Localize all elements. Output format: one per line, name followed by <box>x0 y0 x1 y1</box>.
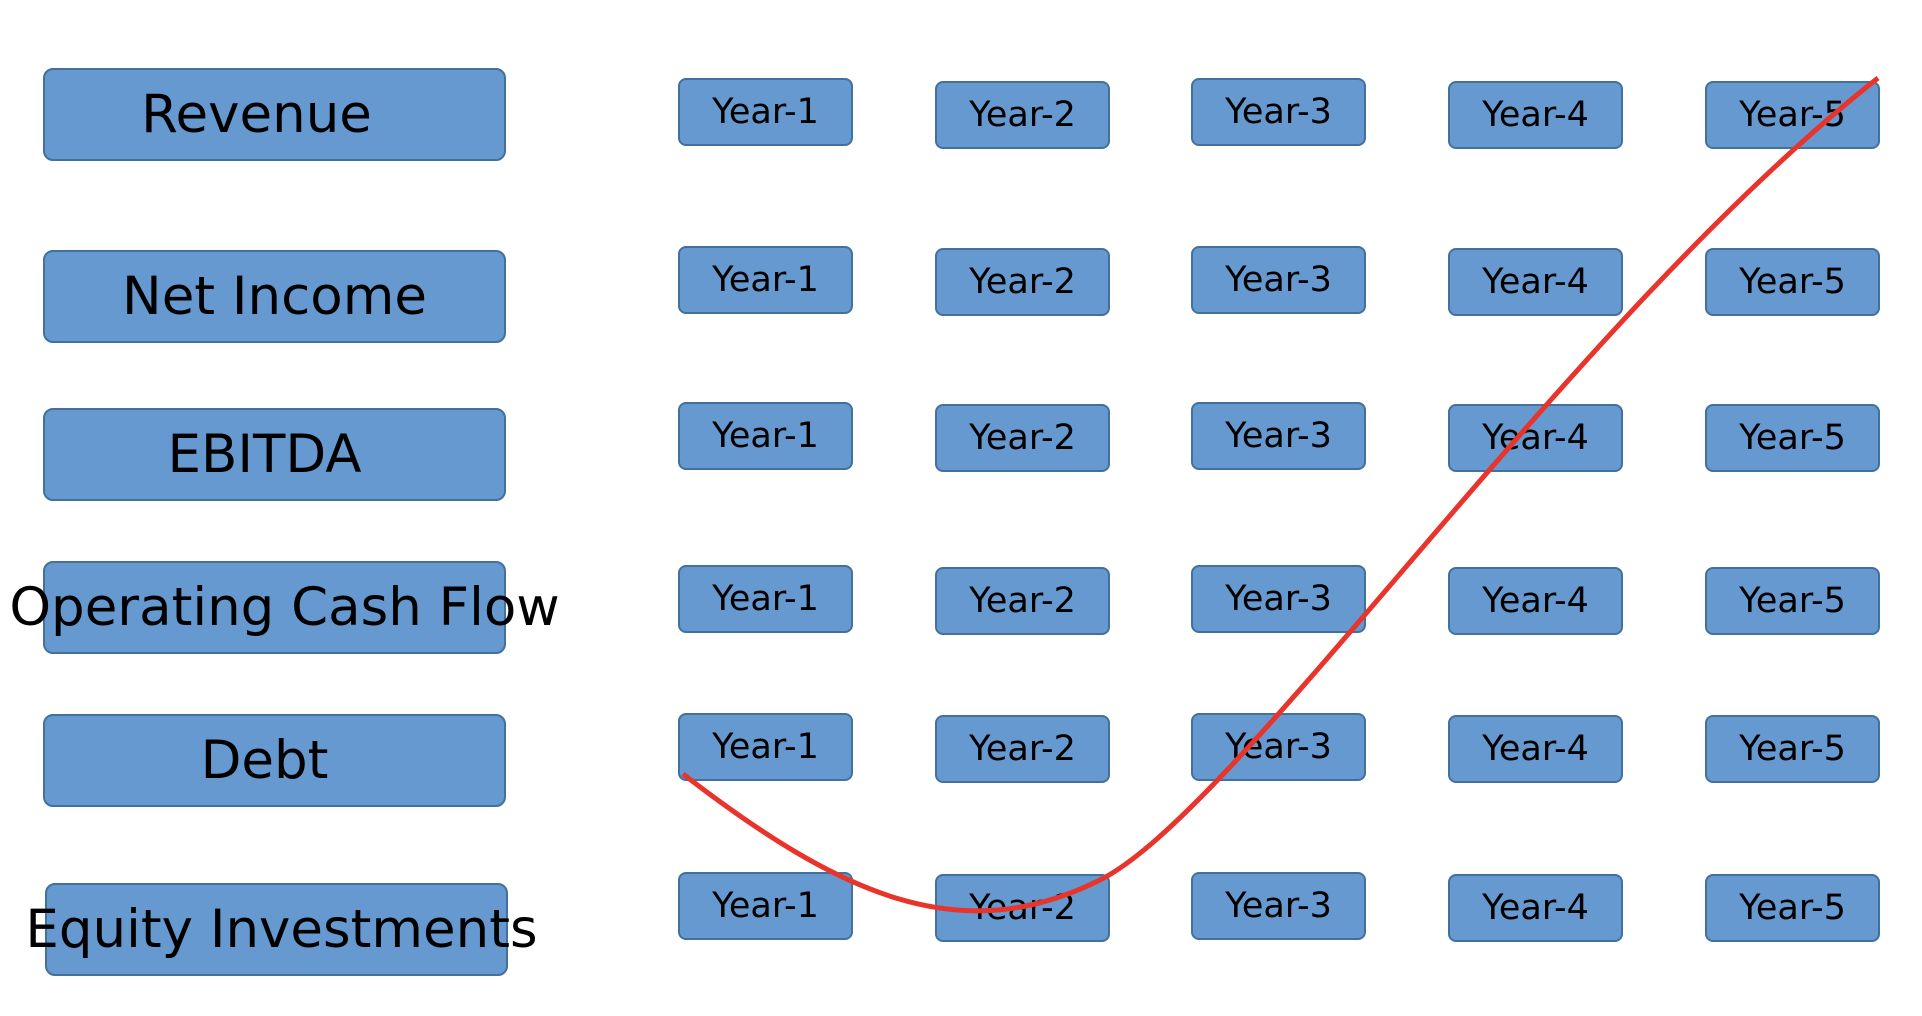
year-box: Year-5 <box>1705 248 1880 316</box>
year-box: Year-5 <box>1705 874 1880 942</box>
year-box: Year-4 <box>1448 567 1623 635</box>
metric-box-debt <box>43 714 506 807</box>
year-box: Year-4 <box>1448 248 1623 316</box>
year-box: Year-3 <box>1191 713 1366 781</box>
metric-box-ebitda <box>43 408 506 501</box>
year-box: Year-2 <box>935 567 1110 635</box>
year-box: Year-1 <box>678 565 853 633</box>
metric-label: Debt <box>200 730 329 791</box>
year-box: Year-3 <box>1191 246 1366 314</box>
year-box: Year-1 <box>678 402 853 470</box>
year-box: Year-5 <box>1705 715 1880 783</box>
year-box: Year-2 <box>935 874 1110 942</box>
year-box: Year-2 <box>935 248 1110 316</box>
metric-label: EBITDA <box>167 424 362 485</box>
year-box: Year-5 <box>1705 81 1880 149</box>
metric-box-operating-cash-flow <box>43 561 506 654</box>
metric-box-equity-investments <box>45 883 508 976</box>
metric-label: Equity Investments <box>25 899 538 960</box>
year-box: Year-3 <box>1191 872 1366 940</box>
metric-box-net-income <box>43 250 506 343</box>
year-box: Year-1 <box>678 78 853 146</box>
year-box: Year-3 <box>1191 78 1366 146</box>
year-box: Year-1 <box>678 713 853 781</box>
year-box: Year-5 <box>1705 567 1880 635</box>
metric-label: Revenue <box>141 84 372 145</box>
metric-label: Net Income <box>122 266 427 327</box>
year-box: Year-3 <box>1191 565 1366 633</box>
year-box: Year-4 <box>1448 874 1623 942</box>
year-box: Year-2 <box>935 81 1110 149</box>
year-box: Year-2 <box>935 404 1110 472</box>
metric-box-revenue <box>43 68 506 161</box>
year-box: Year-3 <box>1191 402 1366 470</box>
year-box: Year-5 <box>1705 404 1880 472</box>
year-box: Year-4 <box>1448 404 1623 472</box>
year-box: Year-4 <box>1448 715 1623 783</box>
year-box: Year-1 <box>678 872 853 940</box>
year-box: Year-2 <box>935 715 1110 783</box>
metric-label: Operating Cash Flow <box>9 577 560 638</box>
year-box: Year-4 <box>1448 81 1623 149</box>
year-box: Year-1 <box>678 246 853 314</box>
